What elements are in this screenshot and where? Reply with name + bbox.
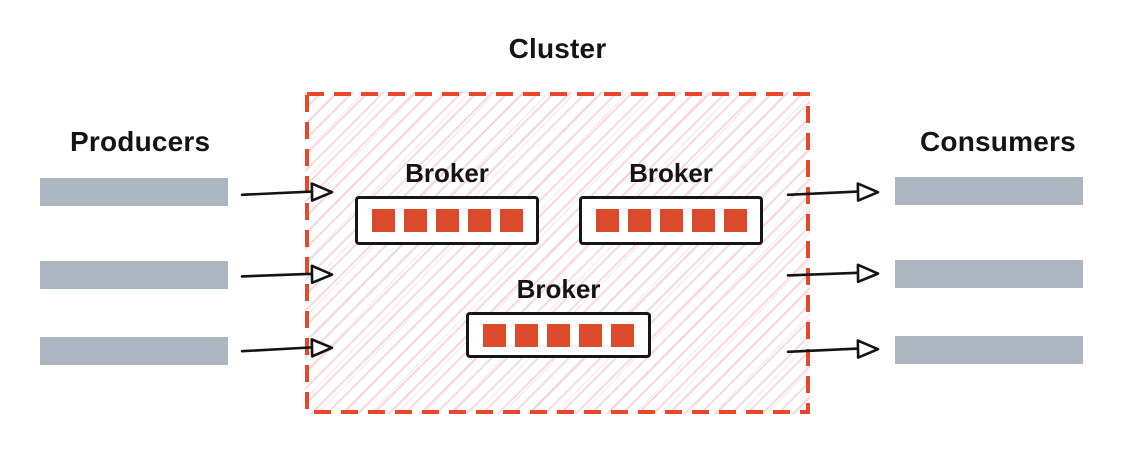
consumers-label: Consumers — [920, 126, 1076, 157]
partition-square — [627, 209, 651, 232]
partition-square — [403, 209, 427, 232]
broker-box-3 — [466, 312, 651, 358]
partition-square — [723, 209, 747, 232]
consumer-bar-1 — [895, 177, 1083, 205]
partition-square — [611, 323, 634, 347]
producer-bar-1 — [40, 178, 228, 206]
broker-label-2: Broker — [629, 158, 713, 188]
partition-square — [515, 323, 538, 347]
partition-square — [467, 209, 491, 232]
producers-label: Producers — [70, 126, 211, 157]
partition-square — [595, 209, 619, 232]
producer-bar-2 — [40, 261, 228, 289]
broker-label-1: Broker — [405, 158, 489, 188]
partition-square — [659, 209, 683, 232]
consumer-bar-2 — [895, 260, 1083, 288]
partition-square — [435, 209, 459, 232]
broker-label-3: Broker — [516, 274, 601, 304]
partition-square — [691, 209, 715, 232]
partition-square — [499, 209, 523, 232]
partition-square — [579, 323, 602, 347]
producer-arrow-3 — [240, 338, 334, 358]
consumer-arrow-3 — [786, 339, 880, 359]
partition-square — [547, 323, 570, 347]
partition-square — [483, 323, 506, 347]
cluster-boundary — [305, 92, 810, 414]
cluster-title: Cluster — [508, 33, 607, 64]
producer-arrow-2 — [240, 264, 334, 285]
producer-bar-3 — [40, 337, 228, 365]
broker-box-1 — [355, 196, 539, 245]
consumer-arrow-1 — [786, 182, 880, 202]
cluster-dashed-border — [305, 92, 810, 414]
consumer-arrow-2 — [786, 263, 880, 284]
broker-box-2 — [579, 196, 763, 245]
consumer-bar-3 — [895, 336, 1083, 364]
partition-square — [371, 209, 395, 232]
producer-arrow-1 — [240, 182, 334, 202]
